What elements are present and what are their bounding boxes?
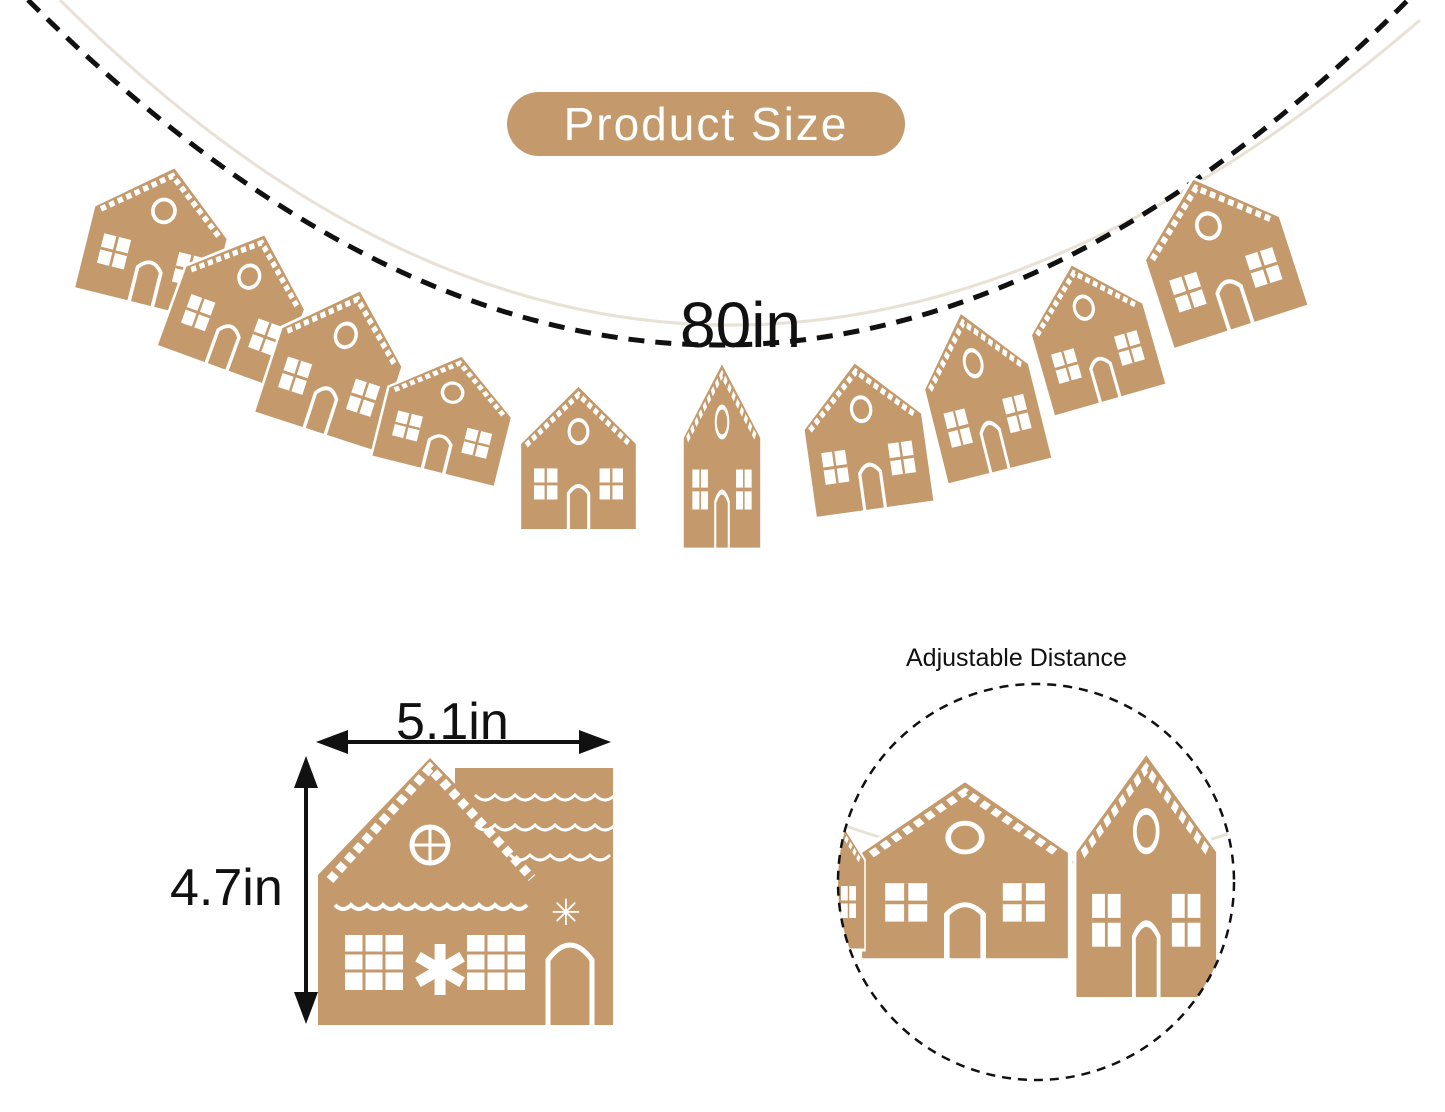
- width-label: 5.1in: [396, 693, 509, 751]
- length-dashed-arc: [26, 0, 1410, 348]
- adjustable-distance-label: Adjustable Distance: [906, 644, 1127, 672]
- detail-dashed-circle: [836, 682, 1236, 1082]
- product-size-title: Product Size: [507, 92, 905, 156]
- width-arrow: [316, 730, 611, 754]
- single-house: ✱ ✳: [316, 755, 617, 1027]
- detail-houses: [838, 752, 1234, 1000]
- length-label: 80in: [680, 289, 801, 361]
- svg-text:✱: ✱: [411, 930, 470, 1012]
- height-label: 4.7in: [170, 859, 283, 917]
- height-arrow: [294, 756, 318, 1024]
- svg-text:✳: ✳: [551, 893, 581, 934]
- garland-string: [58, 0, 1421, 327]
